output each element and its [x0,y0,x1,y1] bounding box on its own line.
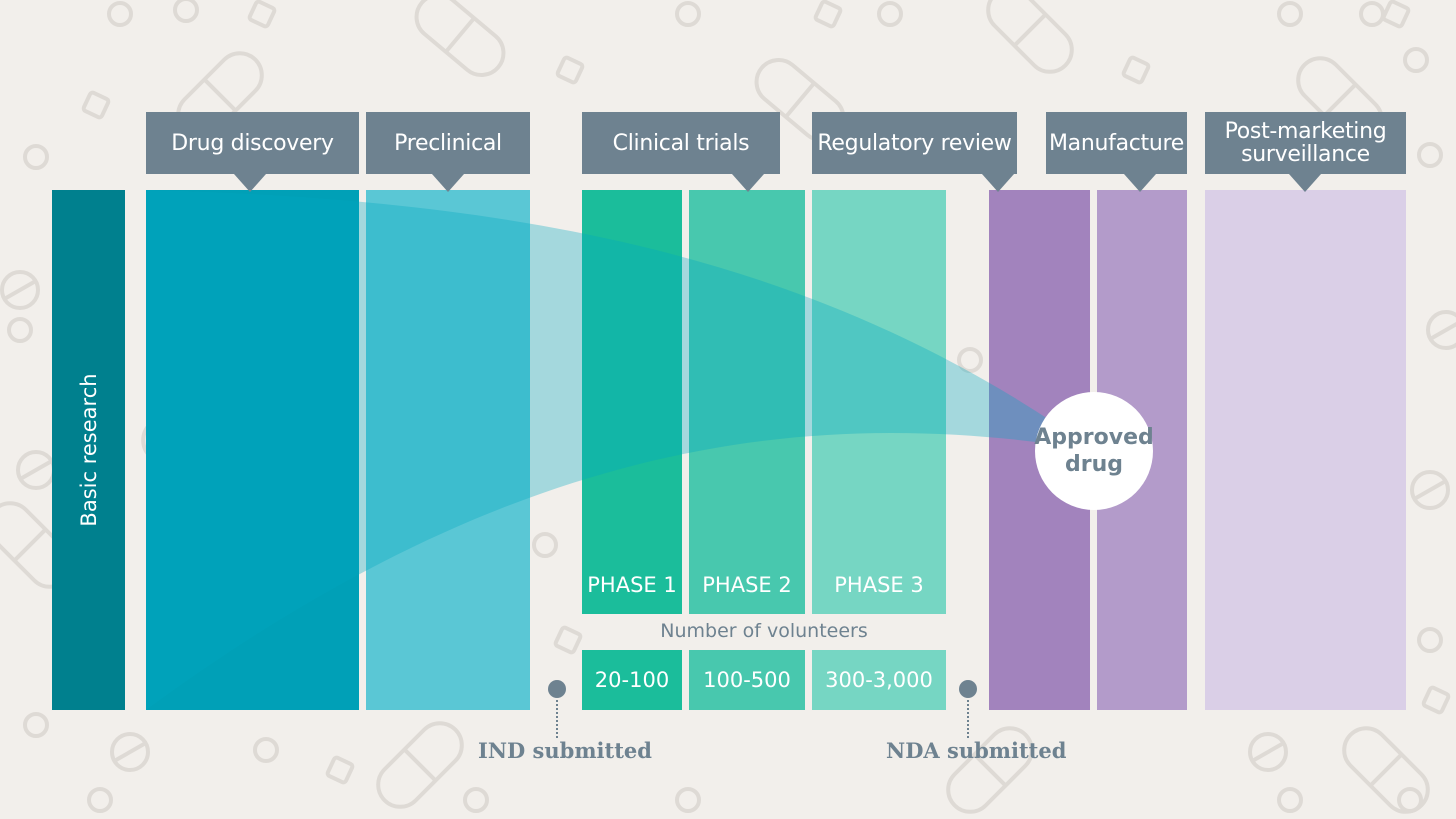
pill-dot-shape [173,0,199,23]
pill-dot-shape [1417,627,1443,653]
diamond-pill-shape [247,0,277,29]
diamond-pill-shape [1121,55,1151,85]
diamond-pill-shape [553,625,583,655]
clinical-trials-label: Clinical trials [612,130,750,156]
drug-discovery-tag: Drug discovery [146,112,359,192]
phase2-label: PHASE 2 [702,573,792,597]
capsule-shape [946,726,1034,814]
pill-dot-shape [957,347,983,373]
tablet-shape [1248,732,1288,772]
capsule-outline-shape [1342,726,1430,814]
diamond-pill-shape [81,90,111,120]
preclinical-column [366,190,530,710]
pill-dot-shape [532,532,558,558]
tablet-shape [110,732,150,772]
manufacture-label: Manufacture [1048,130,1185,156]
ind-marker-line [556,700,558,738]
pill-dot-shape [1417,142,1443,168]
phase1-label: PHASE 1 [587,573,677,597]
volunteers-title: Number of volunteers [660,620,868,642]
diamond-pill-shape [555,55,585,85]
regulatory-review-tag: Regulatory review [812,112,1017,192]
pill-dot-shape [23,144,49,170]
phase3-label: PHASE 3 [834,573,924,597]
tablet-shape [0,270,40,310]
preclinical-tag: Preclinical [366,112,530,192]
attrition-funnel [146,190,1094,710]
phase1-column [582,190,682,614]
basic-research-label-wrap: Basic research [52,190,125,710]
phase3-count-box [812,650,946,710]
post-marketing-label-line1: Post-marketing [1224,119,1387,144]
diamond-pill-shape [1421,685,1451,715]
pill-dot-shape [7,317,33,343]
tablet-score-shape [1253,742,1283,762]
clinical-trials-tag: Clinical trials [582,112,780,192]
capsule-seam-shape [1369,753,1403,787]
capsule-shape [1342,726,1430,814]
tablet-score-shape [115,742,145,762]
drug-discovery-column [146,190,359,710]
phase1-volunteers: 20-100 [594,668,670,692]
capsule-shape [986,0,1074,74]
pill-dot-shape [1403,47,1429,73]
pill-dot-shape [675,1,701,27]
capsule-seam-shape [13,528,47,562]
diamond-pill-shape [813,0,843,29]
tablet-score-shape [1415,480,1445,500]
phase2-count-box [689,650,805,710]
ind-marker-dot [548,680,566,698]
pill-dot-shape [23,712,49,738]
capsule-seam-shape [1323,83,1357,117]
post-marketing-column [1205,190,1406,710]
capsule-shape [414,0,506,77]
pill-dot-shape [107,1,133,27]
drug-discovery-label: Drug discovery [171,130,334,156]
tablet-shape [1410,470,1450,510]
ind-submitted-label: IND submitted [478,738,652,763]
tablet-shape [1426,310,1456,350]
pill-dot-shape [1277,1,1303,27]
tablet-score-shape [21,460,51,480]
approved-drug-line1: Approved [1034,425,1154,450]
capsule-seam-shape [403,748,437,782]
nda-marker-dot [959,680,977,698]
capsule-seam-shape [1013,13,1047,47]
approved-drug-line2: drug [1064,452,1123,477]
post-marketing-label-line2: surveillance [1241,142,1370,167]
phase3-column [812,190,946,614]
pill-dot-shape [87,787,113,813]
post-marketing-tag: Post-marketing surveillance [1205,112,1406,192]
diamond-pill-shape [1381,0,1411,29]
tablet-score-shape [1431,321,1456,340]
nda-marker-line [967,700,969,738]
tablet-score-shape [5,280,35,300]
regulatory-review-label: Regulatory review [817,130,1012,156]
capsule-seam-shape [444,16,476,54]
approved-drug-badge: Approved drug [1034,392,1154,510]
capsule-seam-shape [973,753,1007,787]
pill-dot-shape [877,1,903,27]
pill-dot-shape [463,787,489,813]
pill-dot-shape [1277,787,1303,813]
manufacture-tag: Manufacture [1046,112,1187,192]
nda-submitted-label: NDA submitted [886,738,1067,763]
capsule-seam-shape [203,78,237,112]
basic-research-label: Basic research [76,373,101,527]
pill-dot-shape [675,787,701,813]
phase1-count-box [582,650,682,710]
pill-dot-shape [253,737,279,763]
capsule-seam-shape [784,81,816,119]
phase2-volunteers: 100-500 [703,668,791,692]
preclinical-label: Preclinical [394,130,502,156]
phase2-column [689,190,805,614]
basic-research-column [52,190,125,710]
phase3-volunteers: 300-3,000 [825,668,933,692]
diamond-pill-shape [325,755,355,785]
capsule-shape [376,721,464,809]
